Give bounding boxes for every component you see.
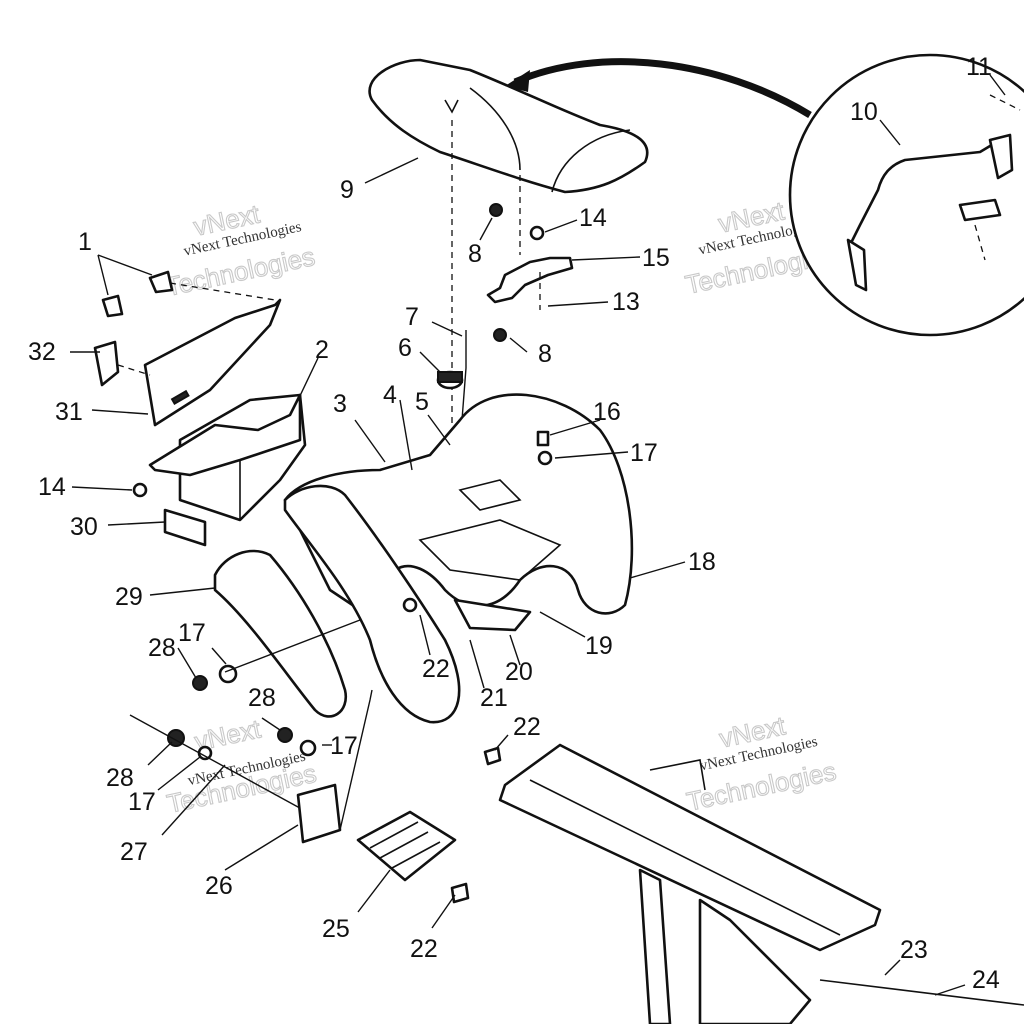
callout-20: 20 xyxy=(505,658,533,686)
callout-10: 10 xyxy=(850,98,878,126)
callout-17-lower: 17 xyxy=(128,788,156,816)
callout-24: 24 xyxy=(972,966,1000,994)
detail-arrow xyxy=(513,58,812,118)
callout-30: 30 xyxy=(70,513,98,541)
callout-16: 16 xyxy=(593,398,621,426)
callout-7: 7 xyxy=(405,303,419,331)
clip-1b xyxy=(148,270,174,294)
left-fender-panel xyxy=(283,484,461,724)
callout-5: 5 xyxy=(415,388,429,416)
callout-28-mid: 28 xyxy=(248,684,276,712)
callout-6: 6 xyxy=(398,334,412,362)
detail-arrow-head xyxy=(505,70,530,92)
storage-box xyxy=(148,393,307,522)
nut-28-a xyxy=(192,675,208,691)
washer-17-c xyxy=(299,739,317,757)
decal-30 xyxy=(163,508,207,547)
callout-4: 4 xyxy=(383,381,397,409)
callout-14-top: 14 xyxy=(579,204,607,232)
clip-32 xyxy=(93,340,120,387)
nut-14-top xyxy=(529,225,545,241)
frame xyxy=(498,743,1024,1024)
callout-3: 3 xyxy=(333,390,347,418)
watermark-left: vNext vNext Technologies Technologies xyxy=(162,198,318,303)
nut-28-c xyxy=(277,727,293,743)
callout-18: 18 xyxy=(688,548,716,576)
watermark-lower-right: vNext vNext Technologies Technologies xyxy=(683,710,839,818)
callout-21: 21 xyxy=(480,684,508,712)
callout-8-bottom: 8 xyxy=(538,340,552,368)
callout-26: 26 xyxy=(205,872,233,900)
clip-1a xyxy=(101,294,124,318)
callout-17-top: 17 xyxy=(630,439,658,467)
callout-1: 1 xyxy=(78,228,92,256)
grommet-bottom xyxy=(493,328,507,342)
side-panel xyxy=(143,298,282,427)
callout-19: 19 xyxy=(585,632,613,660)
footrest xyxy=(356,810,457,882)
callout-22-lower: 22 xyxy=(513,713,541,741)
callout-28-lower: 28 xyxy=(106,764,134,792)
callout-2: 2 xyxy=(315,336,329,364)
callout-22-mid: 22 xyxy=(422,655,450,683)
washer-14 xyxy=(132,482,148,498)
callouts: 1 32 31 14 30 2 3 4 5 6 7 8 8 9 10 11 13… xyxy=(28,53,1000,994)
callout-22-bottom: 22 xyxy=(410,935,438,963)
seat-latch-bracket xyxy=(486,256,574,310)
bolt-16 xyxy=(536,430,550,447)
leader-lines xyxy=(70,74,1006,996)
grommet-top xyxy=(489,203,503,217)
callout-28-left: 28 xyxy=(148,634,176,662)
callout-9: 9 xyxy=(340,176,354,204)
callout-25: 25 xyxy=(322,915,350,943)
callout-17-mid: 17 xyxy=(330,732,358,760)
callout-13: 13 xyxy=(612,288,640,316)
flap-20 xyxy=(453,598,532,632)
callout-14-left: 14 xyxy=(38,473,66,501)
callout-17-left: 17 xyxy=(178,619,206,647)
callout-8-top: 8 xyxy=(468,240,482,268)
callout-11: 11 xyxy=(966,53,992,81)
callout-32: 32 xyxy=(28,338,56,366)
callout-29: 29 xyxy=(115,583,143,611)
bumper-6 xyxy=(436,370,464,390)
callout-27: 27 xyxy=(120,838,148,866)
callout-31: 31 xyxy=(55,398,83,426)
bolt-22-bottom xyxy=(450,882,470,904)
plate-bracket xyxy=(296,783,342,844)
bolt-22-mid xyxy=(402,597,418,613)
watermark-center: vNext vNext Technologies Technologies xyxy=(164,713,320,820)
callout-15: 15 xyxy=(642,244,670,272)
washer-17-top xyxy=(537,450,553,466)
callout-23: 23 xyxy=(900,936,928,964)
seat xyxy=(368,58,649,194)
detail-circle xyxy=(788,53,1024,337)
bolt-22-lower xyxy=(483,746,502,766)
